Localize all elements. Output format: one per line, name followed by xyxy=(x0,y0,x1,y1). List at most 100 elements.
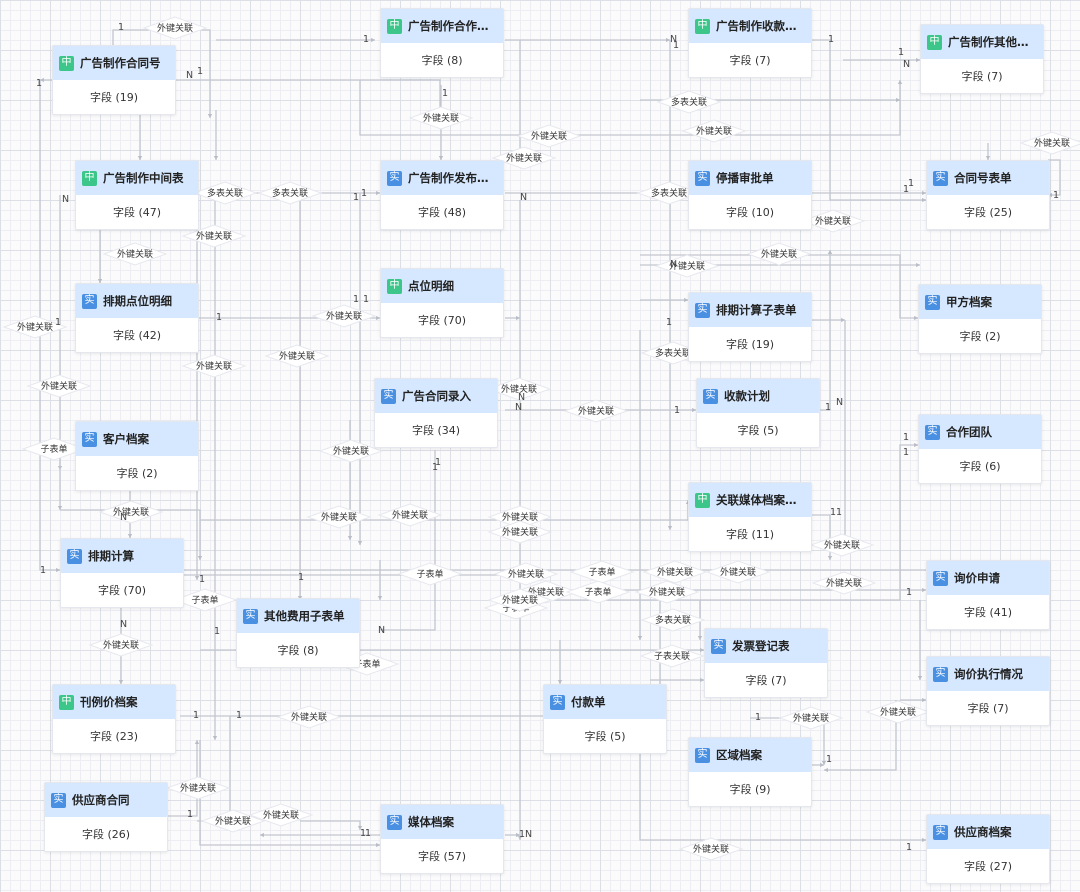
relation-diamond[interactable]: 外键关联 xyxy=(248,803,314,827)
relation-diamond-shape xyxy=(656,90,722,114)
relation-diamond[interactable]: 外键关联 xyxy=(516,124,582,148)
entity-field-count: 字段 (19) xyxy=(89,91,139,104)
entity-card-e10[interactable]: 中 点位明细 字段 (70) xyxy=(380,268,504,338)
relation-diamond[interactable]: 外键关联 xyxy=(2,315,68,339)
entity-card-e26[interactable]: 实 供应商合同 字段 (26) xyxy=(44,782,168,852)
relation-label: 外键关联 xyxy=(113,506,149,518)
relation-diamond[interactable]: 外键关联 xyxy=(142,16,208,40)
entity-card-e3[interactable]: 中 广告制作收款计划 字段 (7) xyxy=(688,8,812,78)
relation-diamond[interactable]: 外键关联 xyxy=(634,580,700,604)
relation-diamond[interactable]: 外键关联 xyxy=(318,439,384,463)
entity-card-e22[interactable]: 实 询价执行情况 字段 (7) xyxy=(926,656,1050,726)
entity-card-e17[interactable]: 中 关联媒体档案中... 字段 (11) xyxy=(688,482,812,552)
entity-card-e13[interactable]: 实 广告合同录入 字段 (34) xyxy=(374,378,498,448)
entity-card-e1[interactable]: 中 广告制作合同号 字段 (19) xyxy=(52,45,176,115)
entity-card-e11[interactable]: 实 排期计算子表单 字段 (19) xyxy=(688,292,812,362)
entity-name: 区域档案 xyxy=(716,748,762,762)
relation-diamond[interactable]: 子表关联 xyxy=(639,644,705,668)
entity-name: 刊例价档案 xyxy=(80,695,138,709)
entity-type-badge-icon: 中 xyxy=(59,694,74,710)
arrowhead-icon xyxy=(137,156,143,160)
relation-diamond[interactable]: 外键关联 xyxy=(181,354,247,378)
arrowhead-icon xyxy=(914,315,918,321)
cardinality-label: N xyxy=(378,625,385,636)
entity-field-count: 字段 (6) xyxy=(959,460,1001,473)
relation-diamond[interactable]: 外键关联 xyxy=(654,254,720,278)
relation-diamond[interactable]: 外键关联 xyxy=(746,242,812,266)
relation-diamond-shape xyxy=(705,560,771,584)
relation-diamond[interactable]: 外键关联 xyxy=(98,500,164,524)
relation-diamond[interactable]: 外键关联 xyxy=(563,399,629,423)
relation-diamond[interactable]: 外键关联 xyxy=(88,633,154,657)
relation-diamond[interactable]: 子表单 xyxy=(397,562,463,586)
cardinality-label: 1 xyxy=(193,710,199,721)
entity-card-e19[interactable]: 实 询价申请 字段 (41) xyxy=(926,560,1050,630)
relation-diamond[interactable]: 外键关联 xyxy=(811,571,877,595)
entity-field-count: 字段 (48) xyxy=(417,206,467,219)
relation-diamond[interactable]: 子表单 xyxy=(565,580,631,604)
relation-diamond[interactable]: 外键关联 xyxy=(181,224,247,248)
entity-card-e20[interactable]: 实 其他费用子表单 字段 (8) xyxy=(236,598,360,668)
relation-diamond[interactable]: 子表单 xyxy=(569,560,635,584)
relation-diamond[interactable]: 外键关联 xyxy=(1019,131,1080,155)
entity-card-e2[interactable]: 中 广告制作合作团队 字段 (8) xyxy=(380,8,504,78)
relation-diamond-shape xyxy=(681,119,747,143)
relation-diamond[interactable]: 外键关联 xyxy=(493,562,559,586)
relation-diamond[interactable]: 外键关联 xyxy=(102,242,168,266)
relation-label: 外键关联 xyxy=(117,248,153,260)
entity-name: 关联媒体档案中... xyxy=(716,493,805,507)
entity-card-e9[interactable]: 实 排期点位明细 字段 (42) xyxy=(75,283,199,353)
entity-card-e27[interactable]: 实 媒体档案 字段 (57) xyxy=(380,804,504,874)
relation-diamond[interactable]: 外键关联 xyxy=(678,837,744,861)
arrowhead-icon xyxy=(916,57,920,63)
entity-card-e18[interactable]: 实 排期计算 字段 (70) xyxy=(60,538,184,608)
relation-diamond[interactable]: 多表关联 xyxy=(636,181,702,205)
entity-card-e15[interactable]: 实 客户档案 字段 (2) xyxy=(75,421,199,491)
entity-card-e25[interactable]: 实 区域档案 字段 (9) xyxy=(688,737,812,807)
relation-diamond[interactable]: 子表单 xyxy=(172,588,238,612)
relation-label: 外键关联 xyxy=(826,577,862,589)
relation-diamond[interactable]: 外键关联 xyxy=(809,533,875,557)
entity-card-e21[interactable]: 实 发票登记表 字段 (7) xyxy=(704,628,828,698)
relation-diamond[interactable]: 外键关联 xyxy=(26,374,92,398)
relation-diamond[interactable]: 外键关联 xyxy=(486,377,552,401)
relation-diamond[interactable]: 外键关联 xyxy=(264,344,330,368)
cardinality-label: 1 xyxy=(360,828,366,839)
entity-card-e14[interactable]: 实 收款计划 字段 (5) xyxy=(696,378,820,448)
relation-diamond[interactable]: 外键关联 xyxy=(311,304,377,328)
relation-diamond[interactable]: 外键关联 xyxy=(865,700,931,724)
relation-diamond[interactable]: 外键关联 xyxy=(306,505,372,529)
relation-diamond-shape xyxy=(778,706,844,730)
relation-diamond[interactable]: 外键关联 xyxy=(408,106,474,130)
relation-diamond[interactable]: 多表关联 xyxy=(192,181,258,205)
relation-diamond[interactable]: 多表关联 xyxy=(257,181,323,205)
entity-card-e12[interactable]: 实 甲方档案 字段 (2) xyxy=(918,284,1042,354)
relation-diamond[interactable]: 外键关联 xyxy=(487,520,553,544)
relation-diamond[interactable]: 外键关联 xyxy=(800,209,866,233)
entity-card-e28[interactable]: 实 供应商档案 字段 (27) xyxy=(926,814,1050,884)
relation-diamond[interactable]: 外键关联 xyxy=(642,560,708,584)
cardinality-label: 1 xyxy=(199,574,205,585)
entity-card-e23[interactable]: 中 刊例价档案 字段 (23) xyxy=(52,684,176,754)
relation-diamond[interactable]: 外键关联 xyxy=(681,119,747,143)
relation-diamond[interactable]: 外键关联 xyxy=(165,776,231,800)
relation-diamond[interactable]: 外键关联 xyxy=(377,503,443,527)
relation-diamond[interactable]: 外键关联 xyxy=(487,588,553,612)
entity-card-e7[interactable]: 实 停播审批单 字段 (10) xyxy=(688,160,812,230)
entity-card-e16[interactable]: 实 合作团队 字段 (6) xyxy=(918,414,1042,484)
entity-field-count: 字段 (42) xyxy=(112,329,162,342)
relation-diamond[interactable]: 外键关联 xyxy=(276,705,342,729)
relation-diamond[interactable]: 外键关联 xyxy=(200,809,266,833)
relation-diamond[interactable]: 多表关联 xyxy=(640,608,706,632)
entity-card-e5[interactable]: 中 广告制作中间表 字段 (47) xyxy=(75,160,199,230)
relation-diamond[interactable]: 外键关联 xyxy=(705,560,771,584)
relation-diamond-shape xyxy=(181,224,247,248)
entity-card-e8[interactable]: 实 合同号表单 字段 (25) xyxy=(926,160,1050,230)
relation-diamond[interactable]: 多表关联 xyxy=(656,90,722,114)
entity-card-e24[interactable]: 实 付款单 字段 (5) xyxy=(543,684,667,754)
entity-card-e4[interactable]: 中 广告制作其他费用 字段 (7) xyxy=(920,24,1044,94)
arrowhead-icon xyxy=(692,407,696,413)
entity-card-e6[interactable]: 实 广告制作发布流... 字段 (48) xyxy=(380,160,504,230)
relation-diamond[interactable]: 外键关联 xyxy=(491,146,557,170)
relation-diamond[interactable]: 外键关联 xyxy=(778,706,844,730)
